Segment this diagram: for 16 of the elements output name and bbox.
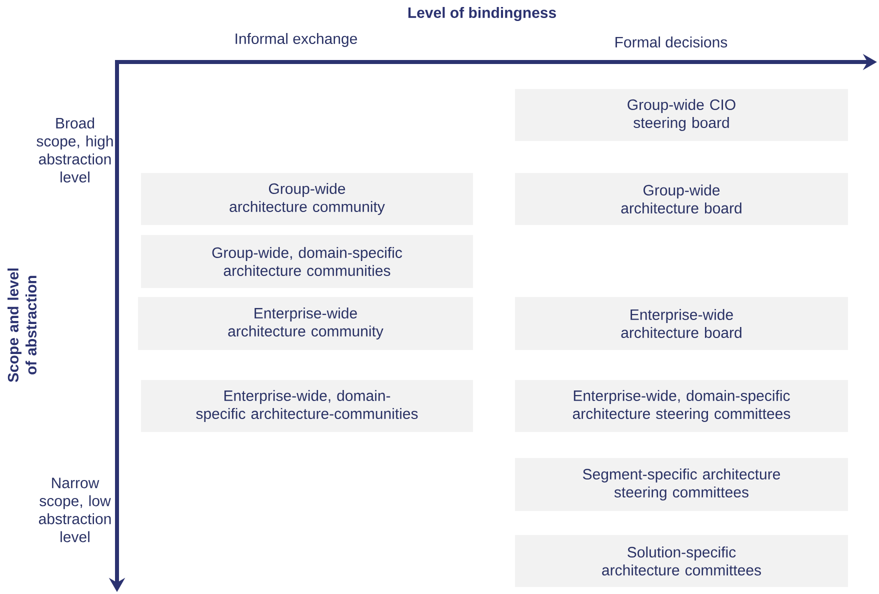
- process-box: Enterprise-wide architecture community: [138, 297, 473, 350]
- process-box: Group-wide architecture board: [515, 173, 848, 225]
- axis-end-label: Broad scope, high abstraction level: [36, 118, 113, 182]
- axis-end-label: Narrow scope, low abstraction level: [38, 478, 111, 542]
- axis-title: Scope and level of abstraction: [8, 268, 36, 382]
- column-heading: Formal decisions: [616, 36, 728, 48]
- process-box: Enterprise-wide, domain-specific architecture steering committees: [515, 380, 848, 432]
- process-box: Enterprise-wide architecture board: [515, 297, 848, 350]
- process-box: Group-wide, domain-specific architecture communities: [141, 235, 473, 288]
- process-box: Group-wide architecture community: [141, 173, 473, 225]
- process-box: Enterprise-wide, domain-specific architecture-communities: [141, 380, 473, 432]
- process-box: Group-wide CIO steering board: [515, 89, 848, 141]
- process-box: Segment-specific architecture steering committees: [515, 458, 848, 511]
- process-box: Solution-specific architecture committees: [515, 535, 848, 587]
- column-heading: Informal exchange: [236, 33, 357, 47]
- chart-title: Level of bindingness: [408, 6, 556, 22]
